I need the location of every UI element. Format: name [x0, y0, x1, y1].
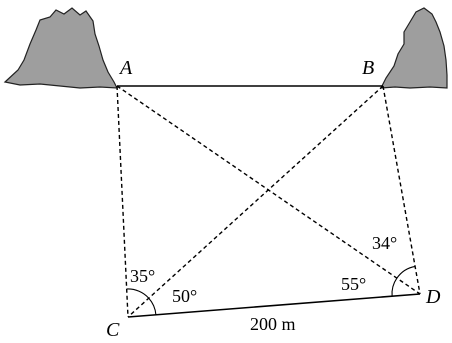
dashed-line-bd: [382, 85, 421, 295]
distance-label-cd: 200 m: [250, 314, 296, 334]
right-cliff-rock: [379, 7, 448, 89]
point-label-b: B: [362, 57, 374, 79]
dashed-line-bc: [127, 85, 384, 318]
angle-arc-acb: [126, 288, 150, 299]
left-cliff-rock: [3, 7, 119, 89]
point-label-c: C: [106, 319, 120, 341]
angle-arc-adb: [396, 265, 416, 279]
point-label-d: D: [425, 286, 441, 308]
dashed-line-ac: [116, 85, 129, 318]
angle-label-acb: 35°: [130, 266, 155, 286]
angle-arc-adc: [391, 277, 398, 297]
angle-label-adc: 55°: [341, 274, 366, 294]
angle-label-adb: 34°: [372, 233, 397, 253]
angle-arc-bcd: [148, 297, 157, 315]
segment-cd: [127, 293, 421, 318]
dashed-line-ad: [116, 85, 421, 295]
point-label-a: A: [118, 57, 133, 79]
angle-label-bcd: 50°: [172, 286, 197, 306]
